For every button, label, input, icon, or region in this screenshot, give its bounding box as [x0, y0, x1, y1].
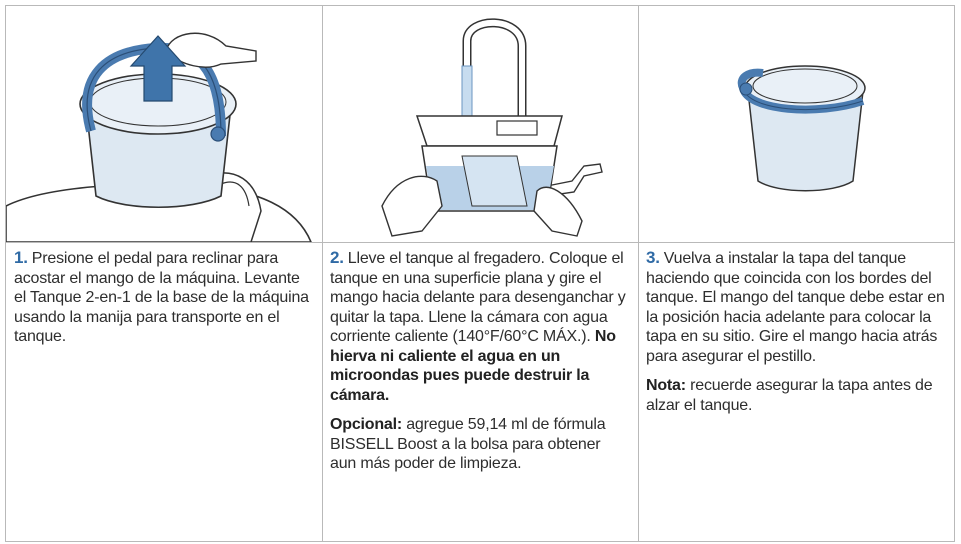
- note-label: Opcional:: [330, 416, 402, 433]
- sink-fill-illustration: [322, 6, 638, 242]
- tank-lift-illustration: [6, 6, 322, 242]
- row-divider: [6, 242, 954, 243]
- step-number: 1.: [14, 248, 28, 267]
- note-label: Nota:: [646, 377, 686, 394]
- step-3: 3.Vuelva a instalar la tapa del tanque h…: [646, 248, 946, 425]
- step-number: 3.: [646, 248, 660, 267]
- instruction-grid: 1.Presione el pedal para reclinar para a…: [5, 5, 955, 542]
- step-text: Vuelva a instalar la tapa del tanque hac…: [646, 250, 945, 365]
- step-1: 1.Presione el pedal para reclinar para a…: [14, 248, 314, 357]
- column-divider: [638, 6, 639, 541]
- step-text: Lleve el tanque al fregadero. Coloque el…: [330, 250, 626, 345]
- tank-lid-illustration: [638, 6, 956, 242]
- column-divider: [322, 6, 323, 541]
- note-text: agregue 59,14 ml de fórmula BISSELL Boos…: [330, 416, 606, 472]
- warning-text: No hierva ni caliente el agua en un micr…: [330, 328, 616, 404]
- note-text: recuerde asegurar la tapa antes de alzar…: [646, 377, 933, 414]
- step-2: 2.Lleve el tanque al fregadero. Coloque …: [330, 248, 630, 484]
- step-text: Presione el pedal para reclinar para aco…: [14, 250, 309, 345]
- step-number: 2.: [330, 248, 344, 267]
